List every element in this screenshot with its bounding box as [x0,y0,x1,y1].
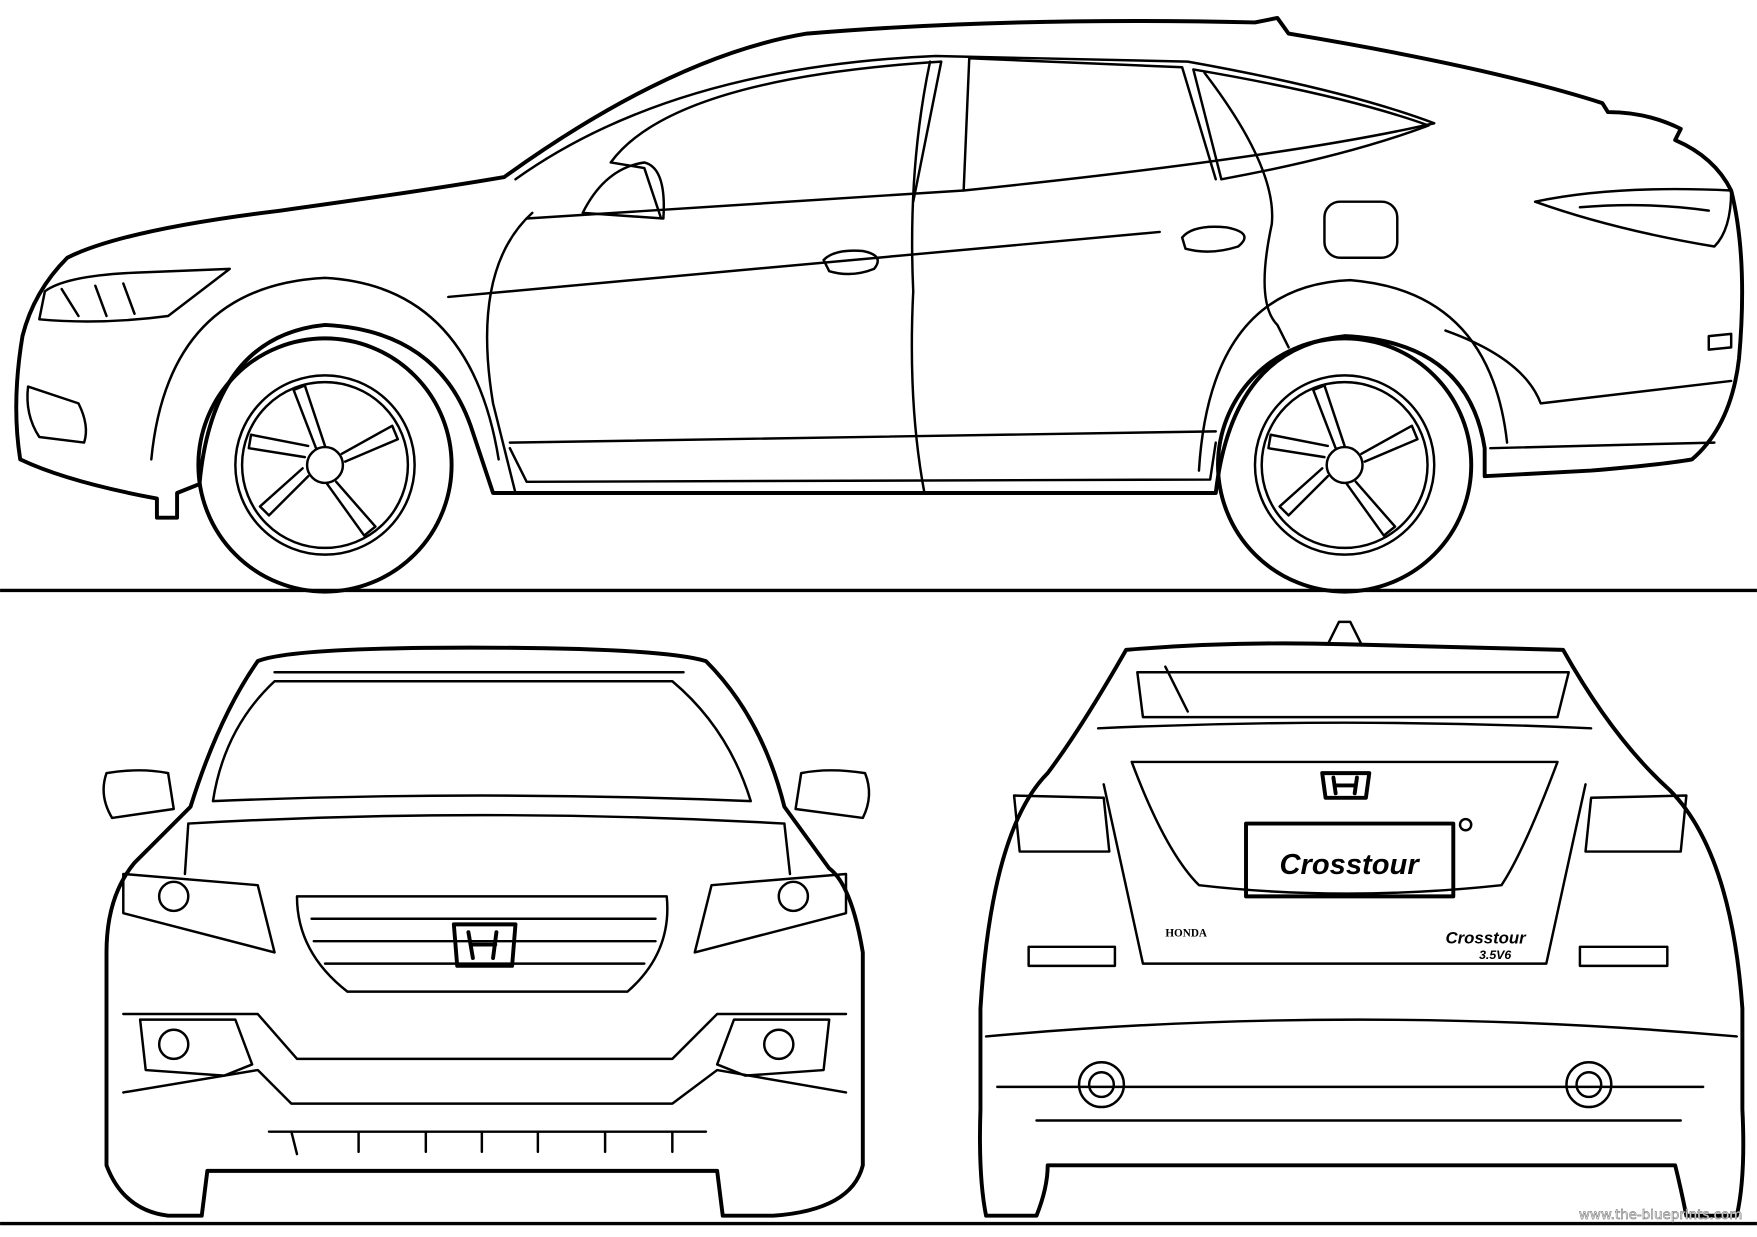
front-hood [183,813,792,876]
rear-body-outline [978,641,1746,1218]
front-view [102,645,871,1218]
side-roofline [514,54,1436,220]
side-window-b [962,57,1217,192]
side-rear-reflector [1707,332,1733,351]
side-sill [508,441,1217,484]
side-mirror [581,161,666,220]
rear-lower-hatch [1102,783,1587,965]
front-left-mirror [102,769,175,820]
rear-right-exhaust [1565,1060,1613,1109]
front-left-headlight [122,872,276,954]
side-rear-wheel-arch [1197,278,1509,472]
side-headlight [38,267,231,323]
front-right-fog-housing [715,1018,831,1077]
front-right-headlight [693,872,848,954]
rear-right-reflector [1578,945,1669,968]
side-character-line [447,230,1217,444]
front-left-fog-housing [138,1018,254,1077]
rear-hatch [1096,721,1593,895]
rear-left-exhaust-inner [1087,1071,1116,1099]
front-right-foglight [762,1028,795,1061]
rear-bumper [984,1018,1739,1122]
front-left-headlamp [157,880,190,913]
front-honda-logo [451,922,518,968]
side-front-foglight [26,385,88,444]
rear-spoiler [1136,671,1570,719]
rear-camera [1458,817,1473,832]
rear-right-exhaust-inner [1575,1071,1603,1099]
side-front-wheel [196,336,454,594]
side-taillight [1533,187,1733,248]
rear-view: Crosstour HONDA Crosstour 3.5V6 [978,620,1746,1218]
side-rear-bumper [1444,329,1733,450]
rear-honda-logo [1320,771,1372,800]
front-grille [295,895,669,993]
rear-left-reflector [1027,945,1117,968]
front-bumper [122,1012,848,1105]
side-body-outline [14,15,1745,520]
front-skid-plate [267,1130,708,1156]
rear-left-exhaust [1077,1060,1126,1109]
front-right-headlamp [777,880,810,913]
rear-right-taillight [1584,794,1688,853]
front-right-mirror [794,769,871,820]
side-front-wheel-arch [150,276,500,461]
side-window-a [609,60,943,220]
front-windshield [211,680,752,803]
side-rear-wheel [1216,336,1474,594]
front-body-outline [104,645,865,1218]
side-view [14,15,1745,594]
side-fuel-door [1323,200,1399,259]
rear-antenna [1164,620,1363,713]
rear-license-plate [1244,821,1456,899]
rear-engine-text: 3.5V6 [1479,948,1511,962]
side-front-door-handle [822,249,879,276]
side-front-door-line [485,60,932,495]
front-left-foglight [157,1028,190,1061]
rear-plate-text: Crosstour [1280,849,1421,881]
watermark: www.the-blueprints.com [1579,1208,1743,1223]
side-rear-door-line [1203,71,1290,349]
side-window-c [1192,68,1430,181]
side-rear-door-handle [1180,225,1246,253]
rear-left-taillight [1012,794,1111,853]
rear-model-text: Crosstour [1445,928,1527,947]
rear-honda-text: HONDA [1165,928,1207,940]
